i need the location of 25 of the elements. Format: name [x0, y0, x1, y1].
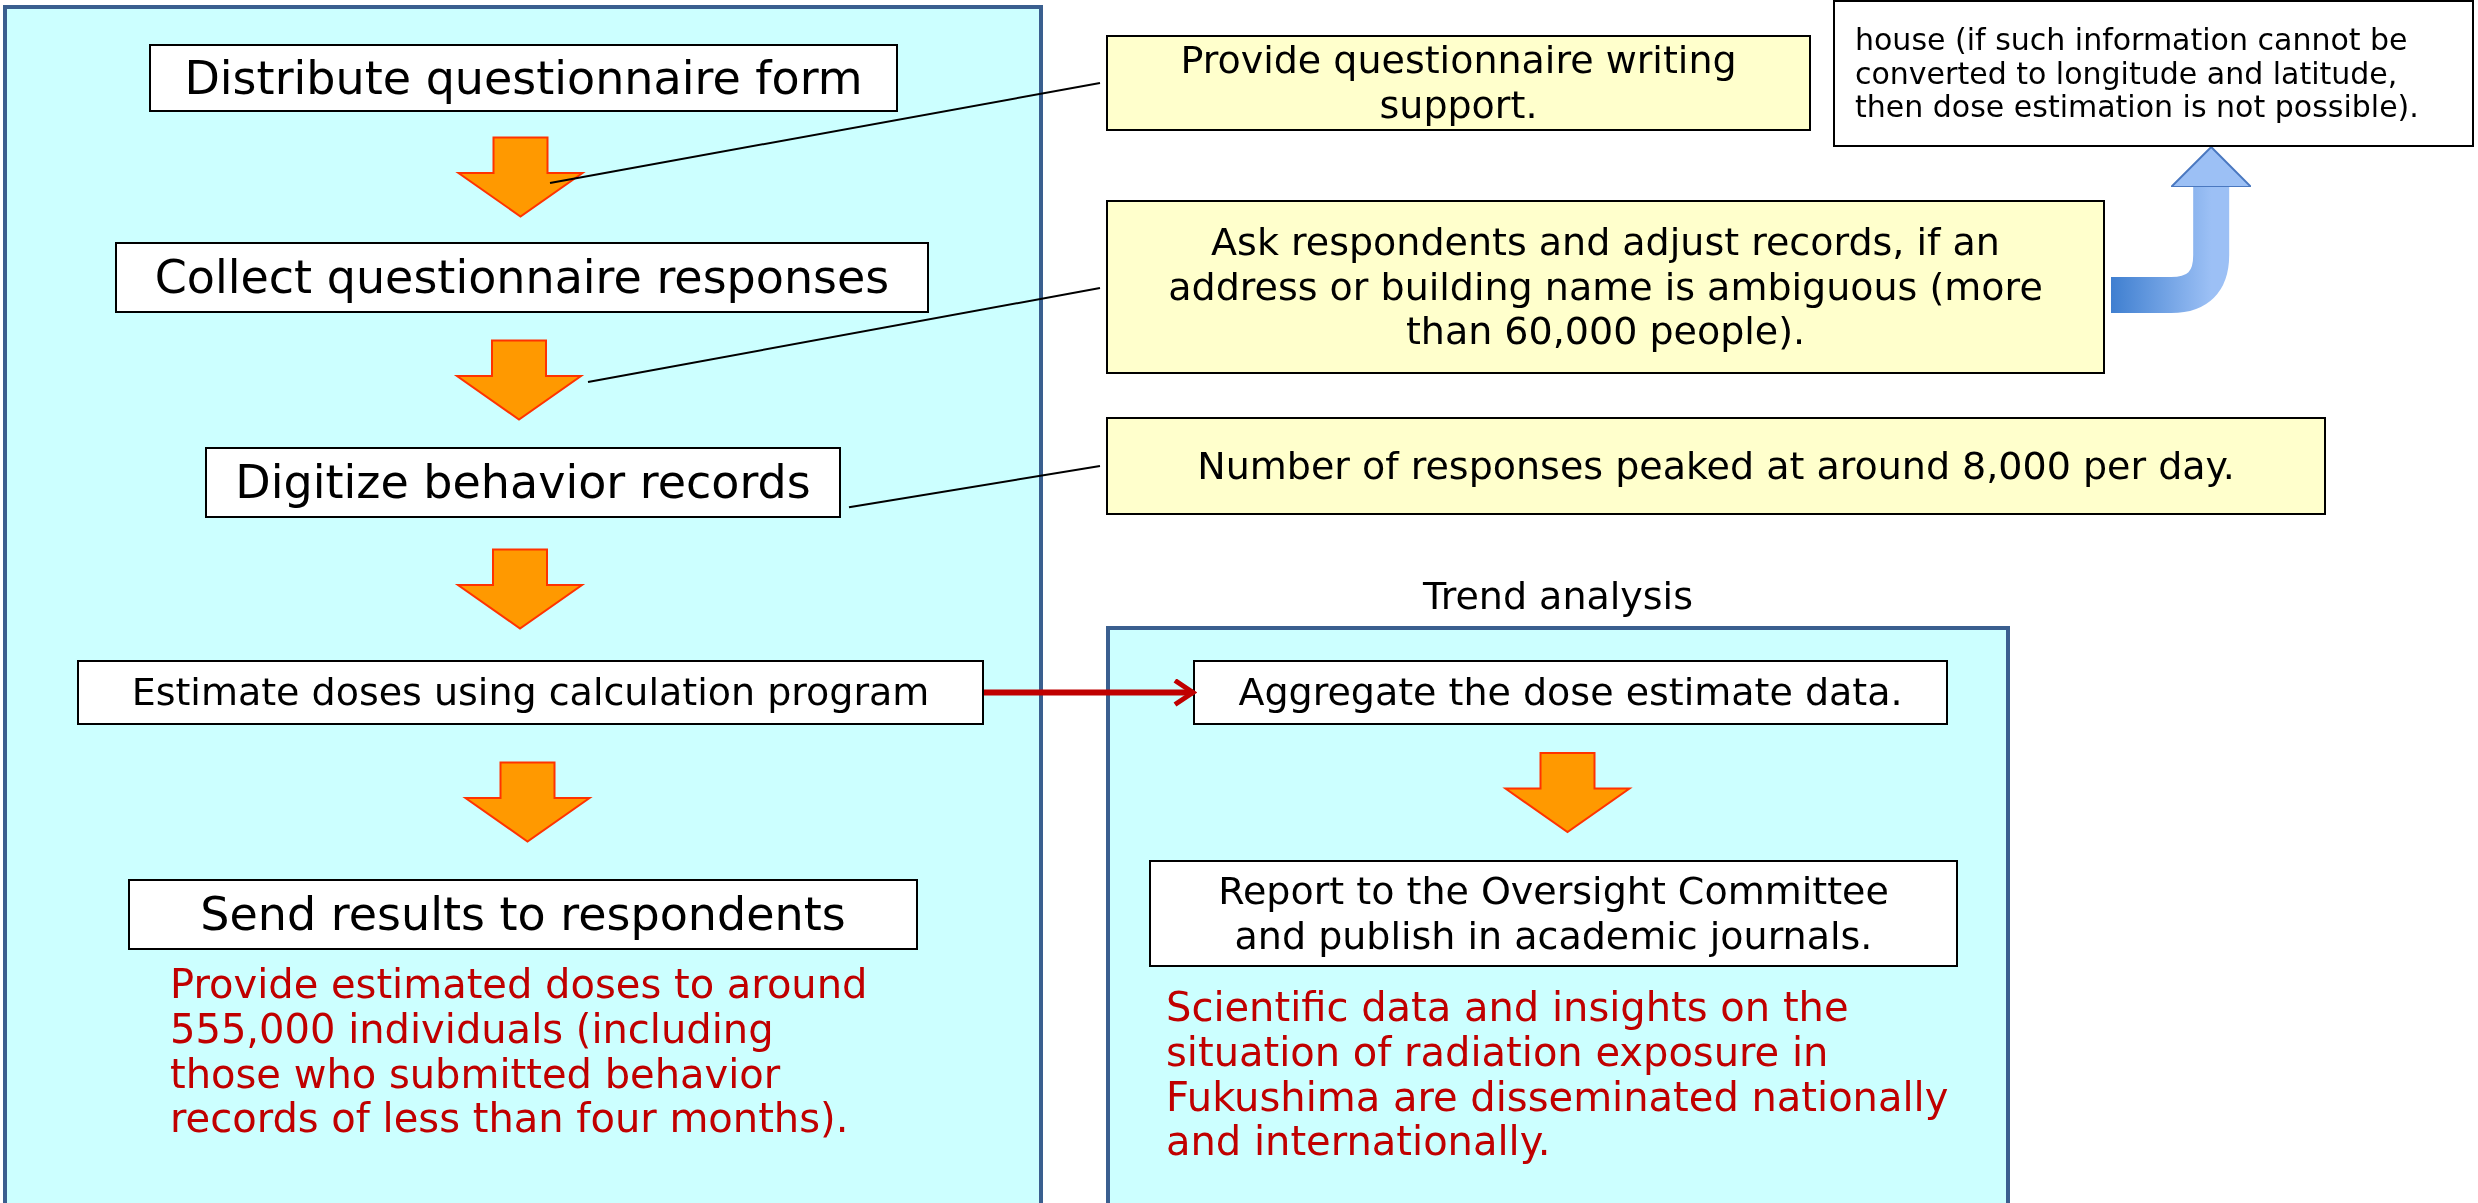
block-arrow — [453, 339, 585, 421]
leader-line — [549, 82, 1101, 184]
curved-arrow — [2111, 146, 2253, 313]
note-box: Number of responses peaked at around 8,000 per day. — [1106, 417, 2326, 515]
block-arrow — [454, 548, 586, 630]
process-box: Distribute questionnaire form — [149, 44, 898, 112]
block-arrow — [455, 136, 586, 218]
panel-heading: Trend analysis — [1422, 574, 1694, 619]
block-arrow — [462, 761, 593, 843]
process-box: Collect questionnaire responses — [115, 242, 929, 313]
arrow — [984, 678, 1196, 707]
group-panel — [3, 5, 1043, 1203]
process-box: Send results to respondents — [128, 879, 918, 950]
leader-line — [587, 287, 1101, 383]
process-box: Report to the Oversight Committee and publish in academic journals. — [1149, 860, 1958, 967]
process-box: Estimate doses using calculation program — [77, 660, 984, 725]
note-box: Ask respondents and adjust records, if an address or building name is ambiguous (more than 60,000 people). — [1106, 200, 2105, 374]
block-arrow — [1502, 752, 1633, 834]
note-box: Provide questionnaire writing support. — [1106, 35, 1811, 131]
process-box: Aggregate the dose estimate data. — [1193, 660, 1948, 725]
result-note: Provide estimated doses to around 555,000 individuals (including those who submitted behavior records of less than four months). — [170, 962, 869, 1142]
process-box: house (if such information cannot be converted to longitude and latitude, then dose estimation is not possible). — [1833, 0, 2474, 147]
process-box: Digitize behavior records — [205, 447, 841, 518]
leader-line — [848, 465, 1101, 509]
result-note: Scientific data and insights on the situation of radiation exposure in Fukushima are disseminated nationally and internationally. — [1166, 985, 1950, 1165]
